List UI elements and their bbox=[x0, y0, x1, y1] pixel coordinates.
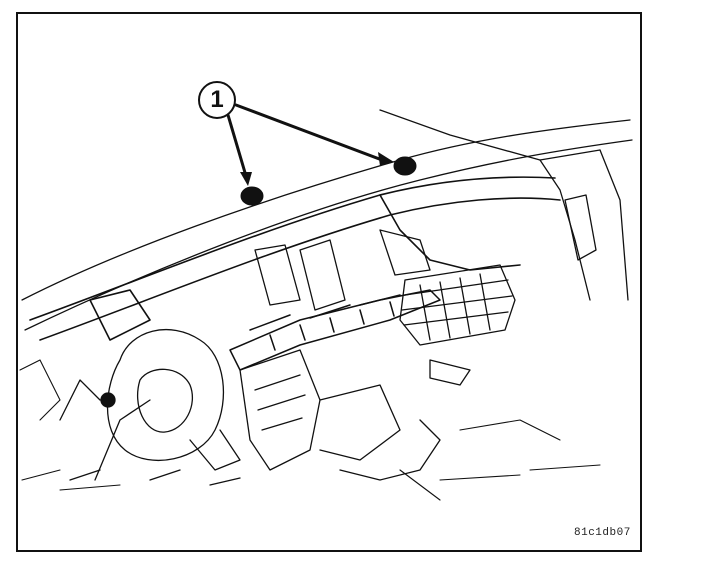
hvac-housing bbox=[379, 229, 516, 346]
floor-lines bbox=[19, 359, 601, 501]
steering-column-area bbox=[59, 328, 241, 486]
callout-number: 1 bbox=[210, 86, 224, 113]
dash-top bbox=[29, 176, 561, 341]
callout-leaders bbox=[226, 103, 394, 186]
leader-to-left-fastener bbox=[226, 113, 248, 178]
figure-code: 81c1db07 bbox=[574, 527, 631, 539]
leader-arrowhead-right bbox=[378, 152, 394, 166]
dash-panel-crossbar bbox=[229, 289, 441, 371]
fastener-left bbox=[240, 186, 264, 206]
center-stack bbox=[239, 239, 471, 481]
figure-frame bbox=[16, 12, 642, 552]
fastener-right bbox=[393, 156, 417, 176]
callout-circle bbox=[198, 81, 236, 119]
windshield-lines bbox=[21, 109, 633, 331]
leader-arrowhead-left bbox=[240, 172, 252, 186]
leader-to-right-fastener bbox=[234, 103, 384, 162]
fastener-markers bbox=[240, 156, 417, 206]
